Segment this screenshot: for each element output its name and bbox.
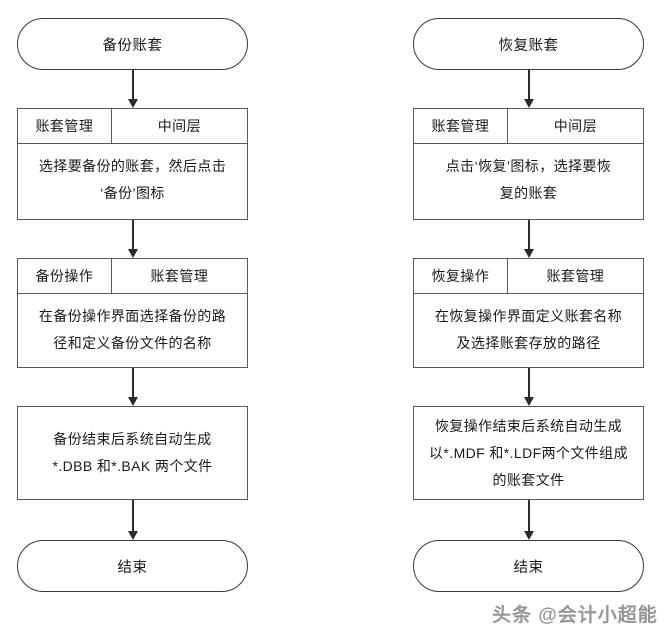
process-header-left-restore-step2: 恢复操作 xyxy=(414,259,508,293)
process-box-restore-step2: 恢复操作 账套管理 在恢复操作界面定义账套名称 及选择账套存放的路径 xyxy=(413,258,644,368)
process-text-line: 以*.MDF 和*.LDF两个文件组成 xyxy=(429,444,628,461)
process-text-line: 复的账套 xyxy=(499,185,558,201)
process-text-line: 及选择账套存放的路径 xyxy=(456,335,601,351)
process-box-backup-step1: 账套管理 中间层 选择要备份的账套，然后点击 ‘备份’图标 xyxy=(17,108,248,220)
process-text-line: 的账套文件 xyxy=(492,471,565,488)
process-header-left-restore-step1: 账套管理 xyxy=(414,109,508,143)
process-box-backup-step2: 备份操作 账套管理 在备份操作界面选择备份的路 径和定义备份文件的名称 xyxy=(17,258,248,368)
start-terminal-backup-label: 备份账套 xyxy=(102,37,163,54)
process-text-line: ‘备份’图标 xyxy=(100,185,165,201)
start-terminal-restore-label: 恢复账套 xyxy=(498,37,559,54)
process-header-restore-step2: 恢复操作 账套管理 xyxy=(414,259,643,294)
process-header-right-restore-step2: 账套管理 xyxy=(546,268,605,284)
start-terminal-backup: 备份账套 xyxy=(17,18,248,70)
process-text-line: 选择要备份的账套，然后点击 xyxy=(38,158,227,174)
process-box-restore-step1: 账套管理 中间层 点击‘恢复’图标，选择要恢 复的账套 xyxy=(413,108,644,220)
process-box-restore-step3: 恢复操作结束后系统自动生成 以*.MDF 和*.LDF两个文件组成 的账套文件 xyxy=(413,406,644,500)
process-body-restore-step3: 恢复操作结束后系统自动生成 以*.MDF 和*.LDF两个文件组成 的账套文件 xyxy=(414,407,643,499)
process-header-backup-step1: 账套管理 中间层 xyxy=(18,109,247,144)
process-box-backup-step3: 备份结束后系统自动生成 *.DBB 和*.BAK 两个文件 xyxy=(17,406,248,500)
process-text-line: 点击‘恢复’图标，选择要恢 xyxy=(445,158,612,174)
watermark-text: 头条 @会计小超能 xyxy=(492,605,658,626)
process-text-line: 径和定义备份文件的名称 xyxy=(53,335,212,351)
process-header-restore-step1: 账套管理 中间层 xyxy=(414,109,643,144)
process-body-backup-step3: 备份结束后系统自动生成 *.DBB 和*.BAK 两个文件 xyxy=(18,407,247,499)
process-text-line: *.DBB 和*.BAK 两个文件 xyxy=(52,458,213,474)
process-body-restore-step1: 点击‘恢复’图标，选择要恢 复的账套 xyxy=(414,144,643,219)
process-text-line: 恢复操作结束后系统自动生成 xyxy=(434,417,623,434)
process-header-right-backup-step2: 账套管理 xyxy=(150,268,209,284)
process-header-right-backup-step1: 中间层 xyxy=(157,118,202,134)
process-text-line: 在备份操作界面选择备份的路 xyxy=(38,308,227,324)
end-terminal-restore: 结束 xyxy=(413,540,644,592)
process-text-line: 在恢复操作界面定义账套名称 xyxy=(434,308,623,324)
process-body-backup-step2: 在备份操作界面选择备份的路 径和定义备份文件的名称 xyxy=(18,294,247,367)
end-terminal-restore-label: 结束 xyxy=(513,559,544,576)
process-header-backup-step2: 备份操作 账套管理 xyxy=(18,259,247,294)
process-header-right-restore-step1: 中间层 xyxy=(553,118,598,134)
process-body-backup-step1: 选择要备份的账套，然后点击 ‘备份’图标 xyxy=(18,144,247,219)
end-terminal-backup: 结束 xyxy=(17,540,248,592)
end-terminal-backup-label: 结束 xyxy=(117,559,148,576)
process-body-restore-step2: 在恢复操作界面定义账套名称 及选择账套存放的路径 xyxy=(414,294,643,367)
process-header-left-backup-step1: 账套管理 xyxy=(18,109,112,143)
start-terminal-restore: 恢复账套 xyxy=(413,18,644,70)
process-text-line: 备份结束后系统自动生成 xyxy=(53,431,212,447)
process-header-left-backup-step2: 备份操作 xyxy=(18,259,112,293)
